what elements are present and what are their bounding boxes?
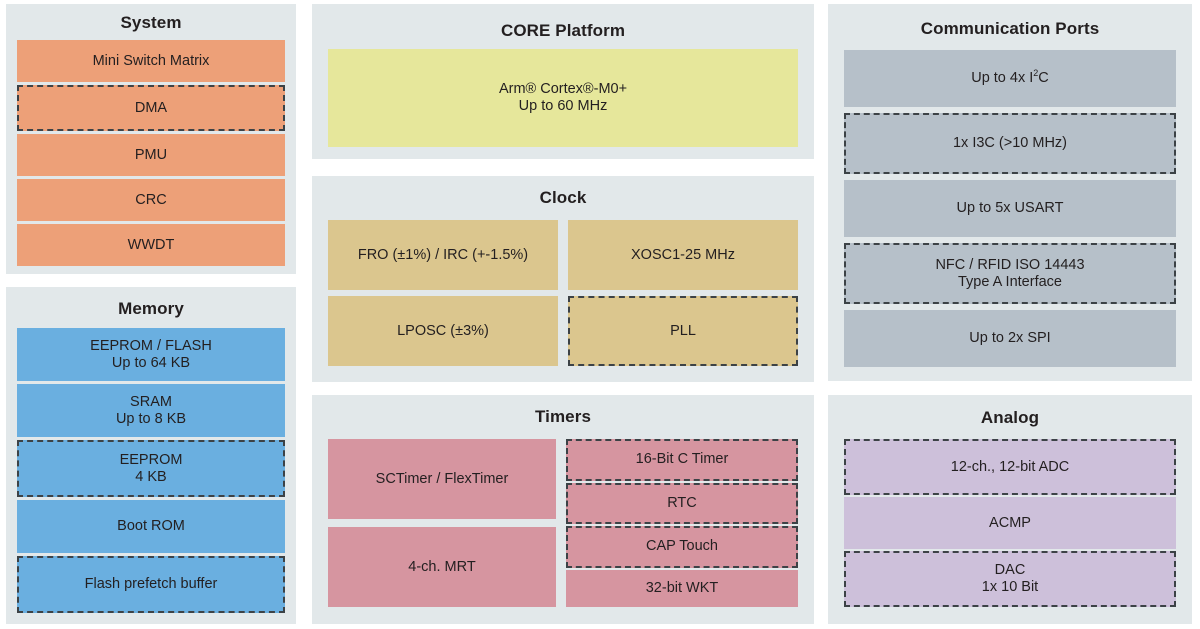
block-label: LPOSC (±3%) bbox=[397, 322, 489, 339]
block-label: SRAM Up to 8 KB bbox=[115, 393, 187, 427]
block-nfc-rfid[interactable]: NFC / RFID ISO 14443 Type A Interface bbox=[844, 243, 1176, 304]
block-label: 12-ch., 12-bit ADC bbox=[950, 458, 1070, 475]
block-mini-switch-matrix[interactable]: Mini Switch Matrix bbox=[17, 40, 285, 82]
panel-system-title: System bbox=[120, 13, 182, 32]
panel-timers-title: Timers bbox=[534, 407, 592, 426]
panel-timers-right-blocks: 16-Bit C Timer RTC CAP Touch 32-bit WKT bbox=[566, 439, 798, 607]
panel-memory-blocks: EEPROM / FLASH Up to 64 KB SRAM Up to 8 … bbox=[17, 328, 285, 613]
panel-timers-left-blocks: SCTimer / FlexTimer 4-ch. MRT bbox=[328, 439, 556, 607]
panel-clock-title: Clock bbox=[539, 188, 587, 207]
block-label: XOSC1-25 MHz bbox=[631, 246, 735, 263]
block-label: Arm® Cortex®-M0+ Up to 60 MHz bbox=[498, 81, 628, 114]
block-usart[interactable]: Up to 5x USART bbox=[844, 180, 1176, 237]
block-dma[interactable]: DMA bbox=[17, 85, 285, 131]
block-acmp[interactable]: ACMP bbox=[844, 497, 1176, 549]
panel-analog-blocks: 12-ch., 12-bit ADC ACMP DAC 1x 10 Bit bbox=[844, 439, 1176, 607]
panel-communication-ports: Communication Ports Up to 4x I2C 1x I3C … bbox=[828, 4, 1192, 381]
block-label: 32-bit WKT bbox=[645, 579, 719, 596]
panel-memory: Memory EEPROM / FLASH Up to 64 KB SRAM U… bbox=[6, 287, 296, 624]
panel-memory-title: Memory bbox=[118, 299, 184, 318]
block-label: Boot ROM bbox=[117, 518, 185, 534]
block-16bit-c-timer[interactable]: 16-Bit C Timer bbox=[566, 439, 798, 481]
block-label: Up to 4x I2C bbox=[971, 68, 1049, 86]
panel-timers: Timers SCTimer / FlexTimer 4-ch. MRT 16-… bbox=[312, 395, 814, 624]
panel-clock-blocks: FRO (±1%) / IRC (+-1.5%) XOSC1-25 MHz LP… bbox=[328, 220, 798, 366]
block-flash-prefetch-buffer[interactable]: Flash prefetch buffer bbox=[17, 556, 285, 613]
block-wwdt[interactable]: WWDT bbox=[17, 224, 285, 266]
block-spi[interactable]: Up to 2x SPI bbox=[844, 310, 1176, 367]
block-i3c[interactable]: 1x I3C (>10 MHz) bbox=[844, 113, 1176, 174]
block-label: EEPROM 4 KB bbox=[119, 451, 183, 485]
block-boot-rom[interactable]: Boot ROM bbox=[17, 500, 285, 553]
panel-communication-ports-blocks: Up to 4x I2C 1x I3C (>10 MHz) Up to 5x U… bbox=[844, 50, 1176, 367]
block-label: CAP Touch bbox=[645, 538, 718, 555]
block-rtc[interactable]: RTC bbox=[566, 482, 798, 524]
block-pll[interactable]: PLL bbox=[568, 296, 798, 366]
panel-clock: Clock FRO (±1%) / IRC (+-1.5%) XOSC1-25 … bbox=[312, 176, 814, 382]
block-label: Up to 5x USART bbox=[956, 200, 1064, 216]
block-label: PMU bbox=[134, 146, 168, 163]
block-pmu[interactable]: PMU bbox=[17, 134, 285, 176]
block-i2c[interactable]: Up to 4x I2C bbox=[844, 50, 1176, 107]
block-label: 1x I3C (>10 MHz) bbox=[952, 135, 1068, 151]
block-label: NFC / RFID ISO 14443 Type A Interface bbox=[935, 256, 1085, 290]
block-label: WWDT bbox=[127, 236, 175, 253]
block-cap-touch[interactable]: CAP Touch bbox=[566, 526, 798, 568]
block-32bit-wkt[interactable]: 32-bit WKT bbox=[566, 569, 798, 607]
block-4ch-mrt[interactable]: 4-ch. MRT bbox=[328, 527, 556, 607]
block-dac[interactable]: DAC 1x 10 Bit bbox=[844, 551, 1176, 607]
block-fro-irc[interactable]: FRO (±1%) / IRC (+-1.5%) bbox=[328, 220, 558, 290]
panel-core-platform-title: CORE Platform bbox=[500, 21, 626, 40]
block-label: 16-Bit C Timer bbox=[635, 451, 729, 468]
panel-core-platform-blocks: Arm® Cortex®-M0+ Up to 60 MHz bbox=[328, 49, 798, 147]
block-eeprom-flash[interactable]: EEPROM / FLASH Up to 64 KB bbox=[17, 328, 285, 381]
block-label: FRO (±1%) / IRC (+-1.5%) bbox=[357, 246, 529, 263]
panel-system-blocks: Mini Switch Matrix DMA PMU CRC WWDT bbox=[17, 40, 285, 266]
block-label: Up to 2x SPI bbox=[969, 330, 1051, 346]
block-crc[interactable]: CRC bbox=[17, 179, 285, 221]
block-label: RTC bbox=[667, 494, 697, 511]
block-label: DMA bbox=[134, 99, 168, 116]
panel-analog-title: Analog bbox=[980, 408, 1040, 427]
block-eeprom[interactable]: EEPROM 4 KB bbox=[17, 440, 285, 497]
block-label: EEPROM / FLASH Up to 64 KB bbox=[90, 337, 212, 371]
block-label: CRC bbox=[135, 191, 167, 208]
panel-communication-ports-title: Communication Ports bbox=[920, 19, 1100, 38]
block-label: PLL bbox=[670, 322, 696, 339]
block-label: 4-ch. MRT bbox=[408, 558, 476, 575]
panel-analog: Analog 12-ch., 12-bit ADC ACMP DAC 1x 10… bbox=[828, 395, 1192, 624]
block-xosc[interactable]: XOSC1-25 MHz bbox=[568, 220, 798, 290]
block-lposc[interactable]: LPOSC (±3%) bbox=[328, 296, 558, 366]
block-label: Mini Switch Matrix bbox=[92, 52, 210, 69]
block-sram[interactable]: SRAM Up to 8 KB bbox=[17, 384, 285, 437]
block-label: Flash prefetch buffer bbox=[84, 576, 218, 592]
block-adc[interactable]: 12-ch., 12-bit ADC bbox=[844, 439, 1176, 495]
block-label: DAC 1x 10 Bit bbox=[981, 562, 1039, 595]
panel-core-platform: CORE Platform Arm® Cortex®-M0+ Up to 60 … bbox=[312, 4, 814, 159]
block-sctimer-flextimer[interactable]: SCTimer / FlexTimer bbox=[328, 439, 556, 519]
block-arm-cortex-m0plus[interactable]: Arm® Cortex®-M0+ Up to 60 MHz bbox=[328, 49, 798, 147]
panel-system: System Mini Switch Matrix DMA PMU CRC WW… bbox=[6, 4, 296, 274]
block-label: ACMP bbox=[989, 514, 1031, 531]
block-label: SCTimer / FlexTimer bbox=[375, 470, 509, 487]
